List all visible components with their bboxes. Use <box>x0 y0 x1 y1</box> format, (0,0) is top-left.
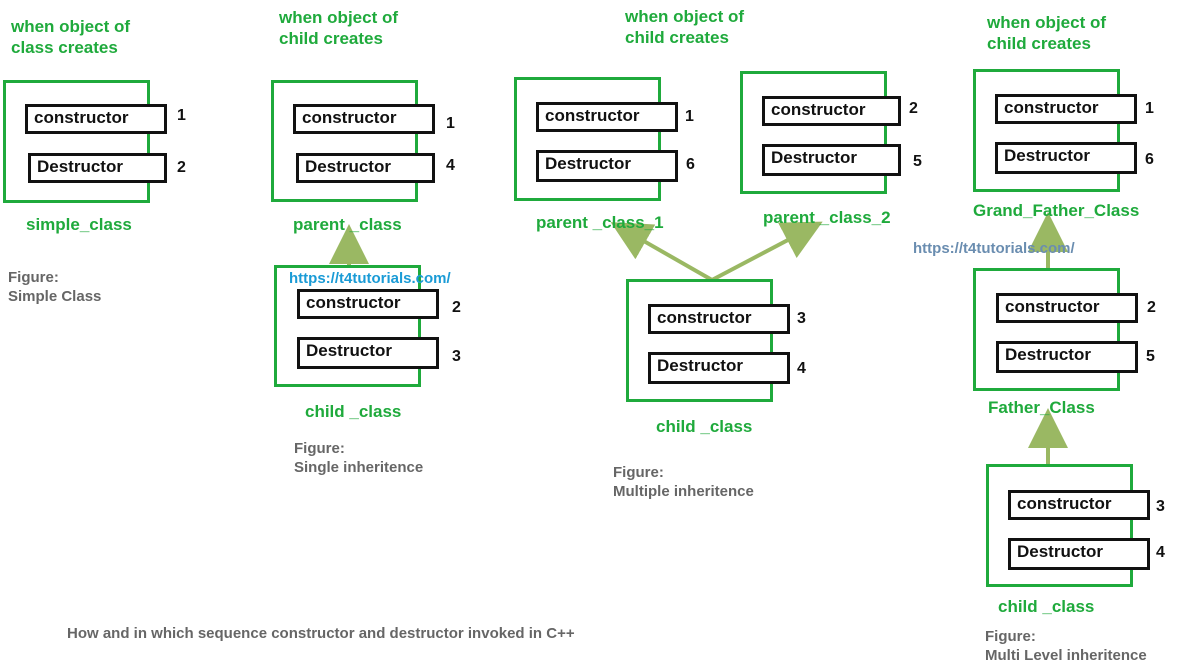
order-number: 1 <box>177 107 186 124</box>
method-constructor: constructor <box>297 289 439 319</box>
class-name-multi-parent1: parent _class_1 <box>536 213 664 232</box>
order-number: 1 <box>1145 100 1154 117</box>
class-box-father <box>973 268 1120 391</box>
class-box-single-parent <box>271 80 418 202</box>
order-number: 6 <box>1145 151 1154 168</box>
method-constructor: constructor <box>293 104 435 134</box>
arrow-multi-child-to-parent2 <box>711 221 823 282</box>
class-name-grandfather: Grand_Father_Class <box>973 201 1140 220</box>
heading-single: when object of child creates <box>279 8 398 48</box>
order-number: 3 <box>452 348 461 365</box>
method-destructor: Destructor <box>297 337 439 369</box>
arrow-multi-child-to-parent1 <box>610 222 713 282</box>
method-destructor: Destructor <box>762 144 901 176</box>
method-constructor: constructor <box>536 102 678 132</box>
method-destructor: Destructor <box>296 153 435 183</box>
method-constructor: constructor <box>995 94 1137 124</box>
order-number: 2 <box>909 100 918 117</box>
class-name-simple: simple_class <box>26 215 132 234</box>
method-constructor: constructor <box>1008 490 1150 520</box>
class-name-ml-child: child _class <box>998 597 1095 616</box>
heading-simple: when object of class creates <box>11 17 130 57</box>
class-name-single-parent: parent _class <box>293 215 402 234</box>
method-constructor: constructor <box>996 293 1138 323</box>
order-number: 5 <box>1146 348 1155 365</box>
figure-caption-multiple: Figure: Multiple inheritence <box>613 464 754 500</box>
method-destructor: Destructor <box>28 153 167 183</box>
diagram-caption: How and in which sequence constructor an… <box>67 625 575 642</box>
class-box-ml-child <box>986 464 1133 587</box>
class-name-multi-parent2: parent _class_2 <box>763 208 891 227</box>
order-number: 1 <box>685 108 694 125</box>
order-number: 2 <box>177 159 186 176</box>
order-number: 1 <box>446 115 455 132</box>
method-destructor: Destructor <box>996 341 1138 373</box>
order-number: 6 <box>686 156 695 173</box>
heading-multiple: when object of child creates <box>625 7 744 47</box>
figure-caption-multilevel: Figure: Multi Level inheritence <box>985 628 1147 664</box>
order-number: 4 <box>1156 544 1165 561</box>
class-name-father: Father_Class <box>988 398 1095 417</box>
order-number: 4 <box>446 157 455 174</box>
method-constructor: constructor <box>25 104 167 134</box>
order-number: 2 <box>1147 299 1156 316</box>
url-watermark: https://t4tutorials.com/ <box>913 240 1075 257</box>
method-destructor: Destructor <box>536 150 678 182</box>
figure-caption-single: Figure: Single inheritence <box>294 440 424 476</box>
class-box-single-child <box>274 265 421 387</box>
class-box-simple <box>3 80 150 203</box>
heading-multilevel: when object of child creates <box>987 13 1106 53</box>
class-box-multi-child <box>626 279 773 402</box>
order-number: 3 <box>1156 498 1165 515</box>
method-destructor: Destructor <box>1008 538 1150 570</box>
order-number: 3 <box>797 310 806 327</box>
class-box-multi-parent2 <box>740 71 887 194</box>
figure-caption-simple: Figure: Simple Class <box>8 269 102 305</box>
class-box-grandfather <box>973 69 1120 192</box>
method-destructor: Destructor <box>648 352 790 384</box>
class-name-single-child: child _class <box>305 402 402 421</box>
order-number: 2 <box>452 299 461 316</box>
method-destructor: Destructor <box>995 142 1137 174</box>
class-box-multi-parent1 <box>514 77 661 201</box>
class-name-multi-child: child _class <box>656 417 753 436</box>
order-number: 5 <box>913 153 922 170</box>
method-constructor: constructor <box>762 96 901 126</box>
url-watermark: https://t4tutorials.com/ <box>289 270 451 287</box>
method-constructor: constructor <box>648 304 790 334</box>
order-number: 4 <box>797 360 806 377</box>
